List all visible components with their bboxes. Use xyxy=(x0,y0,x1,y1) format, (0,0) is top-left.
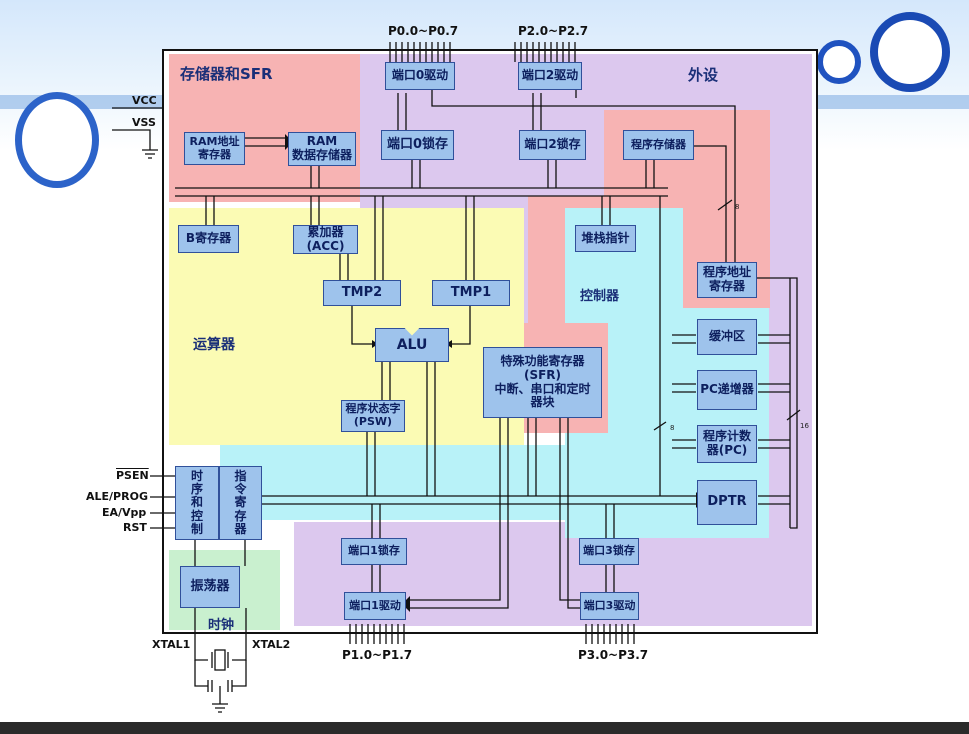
ale-pin-label: ALE/PROG xyxy=(86,490,148,503)
stack-pointer: 堆栈指针 xyxy=(575,225,636,252)
xtal2-pin-label: XTAL2 xyxy=(252,638,291,651)
bus-width-mid: 8 xyxy=(670,424,675,432)
port3-driver: 端口3驱动 xyxy=(580,592,639,620)
timing-control: 时 序 和 控 制 xyxy=(175,466,219,540)
decor-ellipse-left xyxy=(15,92,99,188)
buffer: 缓冲区 xyxy=(697,319,757,355)
clock-region-label: 时钟 xyxy=(208,618,235,633)
port3-latch: 端口3锁存 xyxy=(579,538,639,565)
xtal1-pin-label: XTAL1 xyxy=(152,638,191,651)
b-register: B寄存器 xyxy=(178,225,239,253)
port0-pins-label: P0.0~P0.7 xyxy=(388,24,459,38)
program-address-register: 程序地址 寄存器 xyxy=(697,262,757,298)
decor-ellipse-right-1 xyxy=(817,40,861,84)
rst-pin-label: RST xyxy=(123,521,147,534)
sfr-block: 特殊功能寄存器 (SFR) 中断、串口和定时 器块 xyxy=(483,347,602,418)
ram-address-register: RAM地址 寄存器 xyxy=(184,132,245,165)
alu-region-label: 运算器 xyxy=(193,337,235,353)
tmp2-register: TMP2 xyxy=(323,280,401,306)
port1-pins-label: P1.0~P1.7 xyxy=(342,648,413,662)
memory-region xyxy=(169,54,360,202)
port3-pins-label: P3.0~P3.7 xyxy=(578,648,649,662)
program-counter: 程序计数 器(PC) xyxy=(697,425,757,463)
peripheral-region-label: 外设 xyxy=(688,66,719,84)
memory-region-label: 存储器和SFR xyxy=(180,65,273,83)
pc-incrementer: PC递增器 xyxy=(697,370,757,410)
vcc-pin-label: VCC xyxy=(132,94,157,107)
port2-pins-label: P2.0~P2.7 xyxy=(518,24,589,38)
bus-width-pc: 16 xyxy=(800,422,809,430)
tmp1-register: TMP1 xyxy=(432,280,510,306)
port1-driver: 端口1驱动 xyxy=(344,592,406,620)
psen-pin-label: PSEN xyxy=(116,469,149,482)
decor-ellipse-right-2 xyxy=(870,12,950,92)
ram-data-memory: RAM 数据存储器 xyxy=(288,132,356,166)
accumulator: 累加器 (ACC) xyxy=(293,225,358,254)
psw-register: 程序状态字 (PSW) xyxy=(341,400,405,432)
controller-region-bottom xyxy=(220,445,570,520)
port0-latch: 端口0锁存 xyxy=(381,130,454,160)
port0-driver: 端口0驱动 xyxy=(385,62,455,90)
port1-latch: 端口1锁存 xyxy=(341,538,407,565)
program-memory: 程序存储器 xyxy=(623,130,694,160)
port2-latch: 端口2锁存 xyxy=(519,130,586,160)
controller-region-label: 控制器 xyxy=(580,289,620,304)
dptr-register: DPTR xyxy=(697,480,757,525)
vss-pin-label: VSS xyxy=(132,116,156,129)
bus-width-address: 8 xyxy=(735,203,740,211)
instruction-register: 指 令 寄 存 器 xyxy=(219,466,262,540)
port2-driver: 端口2驱动 xyxy=(518,62,582,90)
ea-pin-label: EA/Vpp xyxy=(102,506,147,519)
oscillator: 振荡器 xyxy=(180,566,240,608)
